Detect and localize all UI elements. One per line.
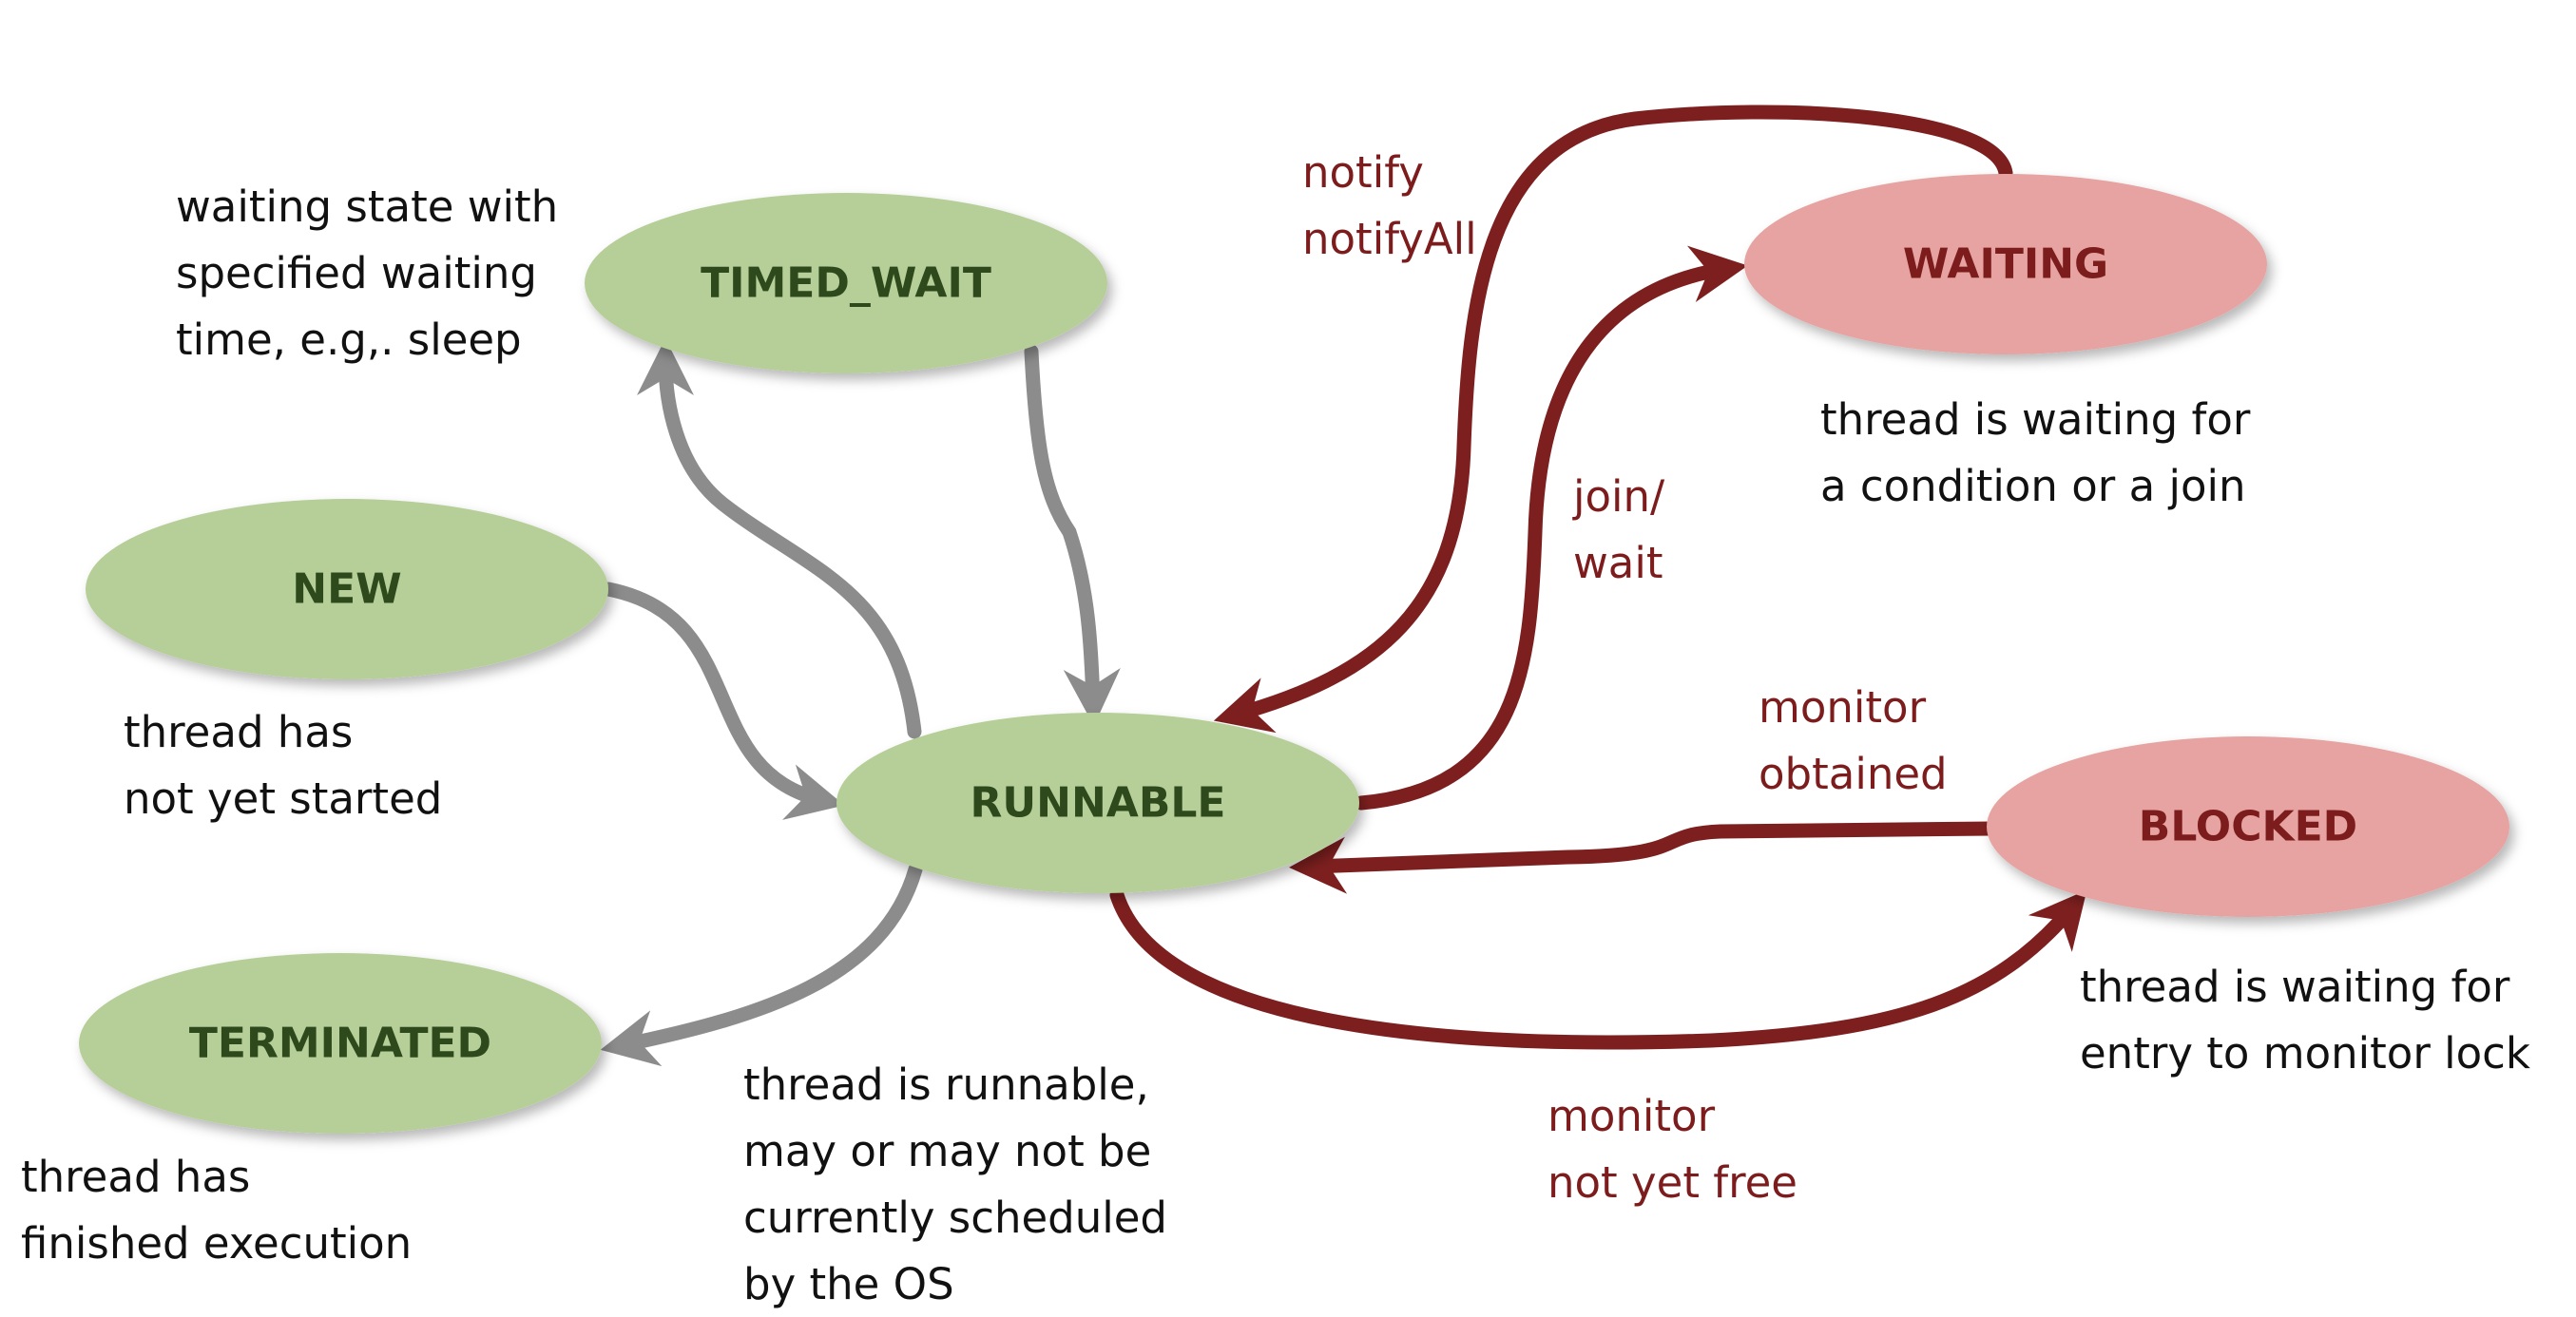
arrow-runnable-to-timed-wait [637,338,922,739]
label-monitor-not-free: monitor not yet free [1548,1091,1797,1208]
note-new-line: thread has [124,707,353,757]
label-join-wait-line: join/ [1572,471,1665,522]
note-runnable: thread is runnable, may or may not be cu… [743,1059,1181,1309]
state-timed-wait: TIMED_WAIT [585,193,1107,373]
note-blocked-line: entry to monitor lock [2080,1028,2530,1078]
state-timed-wait-label: TIMED_WAIT [701,259,991,308]
label-monitor-not-free-line: not yet free [1548,1157,1797,1208]
note-runnable-line: thread is runnable, [743,1059,1149,1110]
note-terminated-line: thread has [21,1152,250,1202]
note-timed-wait-line: specified waiting [176,248,537,298]
label-monitor-obtained: monitor obtained [1759,682,1948,799]
arrow-runnable-to-waiting [1354,245,1748,811]
arrow-timed-wait-to-runnable [1024,344,1121,726]
note-runnable-line: currently scheduled [743,1193,1167,1243]
note-terminated-line: finished execution [21,1218,412,1269]
state-waiting-label: WAITING [1903,240,2108,289]
state-waiting: WAITING [1744,174,2267,354]
state-new: NEW [86,499,608,679]
label-join-wait-line: wait [1573,538,1663,588]
state-runnable-label: RUNNABLE [971,779,1226,828]
label-notify: notify notifyAll [1302,147,1477,264]
state-terminated-shape [79,953,602,1134]
state-new-label: NEW [292,565,401,614]
arrow-waiting-to-runnable [1213,105,2013,734]
state-runnable: RUNNABLE [836,713,1359,893]
label-join-wait: join/ wait [1572,471,1679,588]
arrow-new-to-runnable [601,582,845,820]
note-timed-wait: waiting state with specified waiting tim… [176,181,572,365]
note-waiting-line: thread is waiting for [1820,394,2251,445]
red-transitions [1109,105,2087,1050]
state-waiting-shape [1744,174,2267,354]
label-monitor-not-free-line: monitor [1548,1091,1716,1141]
note-waiting: thread is waiting for a condition or a j… [1820,394,2264,511]
state-terminated-label: TERMINATED [189,1020,491,1068]
note-runnable-line: may or may not be [743,1126,1151,1176]
note-blocked: thread is waiting for entry to monitor l… [2080,962,2530,1078]
arrow-runnable-to-blocked [1109,888,2087,1050]
note-new: thread has not yet started [124,707,442,824]
label-monitor-obtained-line: obtained [1759,749,1948,799]
gray-transitions [600,338,1121,1067]
state-blocked-shape [1987,736,2509,917]
state-runnable-shape [836,713,1359,893]
state-blocked: BLOCKED [1987,736,2509,917]
note-timed-wait-line: waiting state with [176,181,558,232]
state-new-shape [86,499,608,679]
label-notify-line: notify [1302,147,1424,198]
state-terminated: TERMINATED [79,953,602,1134]
note-blocked-line: thread is waiting for [2080,962,2510,1012]
note-waiting-line: a condition or a join [1820,461,2246,511]
note-new-line: not yet started [124,773,442,824]
arrow-blocked-to-runnable [1289,821,1999,894]
note-runnable-line: by the OS [743,1259,954,1309]
arrow-runnable-to-terminated [600,862,923,1067]
note-timed-wait-line: time, e.g,. sleep [176,315,522,365]
note-terminated: thread has finished execution [21,1152,412,1269]
state-blocked-label: BLOCKED [2139,803,2357,851]
label-notify-line: notifyAll [1302,214,1477,264]
label-monitor-obtained-line: monitor [1759,682,1927,733]
state-timed-wait-shape [585,193,1107,373]
